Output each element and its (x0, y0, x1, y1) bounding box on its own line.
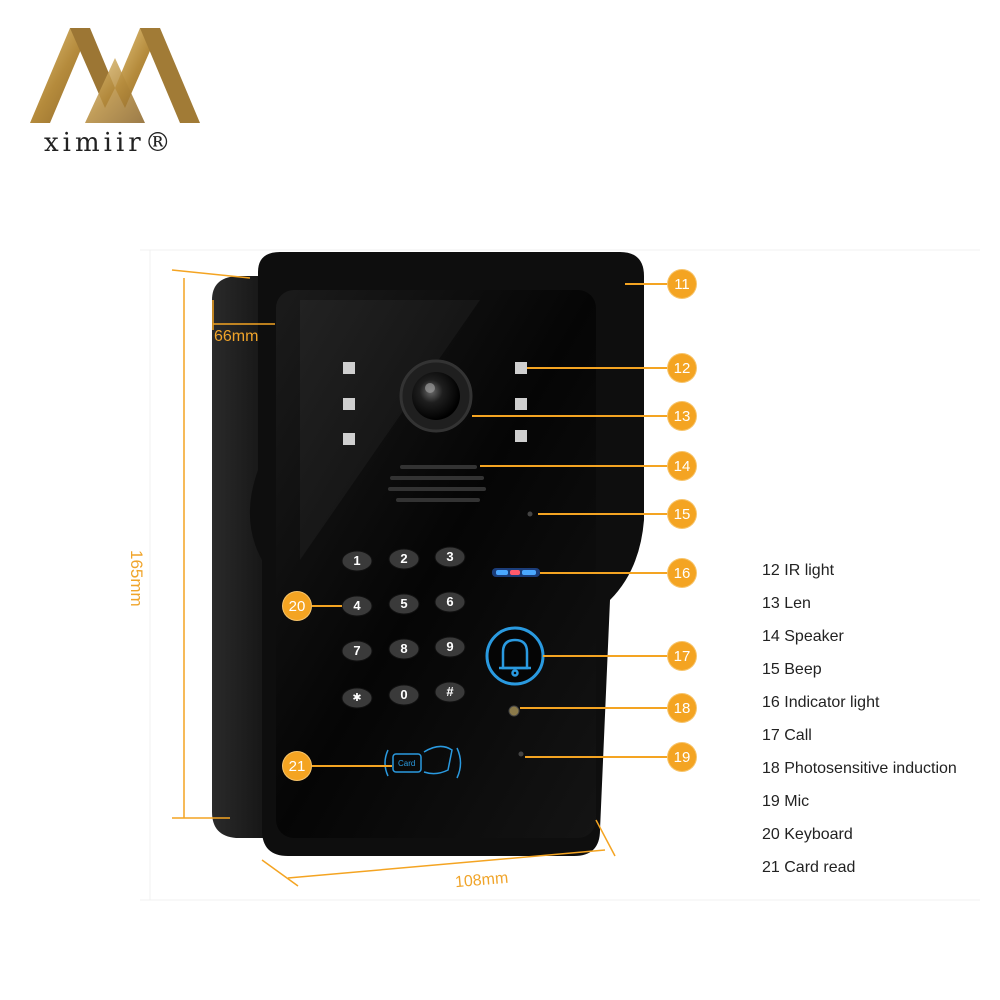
legend-item: 12 IR light (762, 562, 835, 579)
mic-hole (518, 751, 524, 757)
callout-12: 12 (668, 354, 696, 382)
width-dimension-line (287, 849, 606, 879)
rfid-card-icon (384, 745, 462, 779)
callout-17: 17 (668, 642, 696, 670)
key-8[interactable]: 8 (400, 641, 408, 656)
brand-name: ximiir® (44, 128, 175, 158)
ir-light (515, 430, 527, 442)
legend-item: 21 Card read (762, 859, 856, 876)
ir-light (343, 433, 355, 445)
key-5[interactable]: 5 (400, 596, 408, 611)
card-label: Card (398, 759, 416, 768)
callout-18: 18 (668, 694, 696, 722)
callout-14: 14 (668, 452, 696, 480)
legend-item: 19 Mic (762, 793, 810, 810)
callout-11: 11 (668, 270, 696, 298)
ir-light (515, 362, 527, 374)
bell-icon (499, 638, 531, 677)
callout-13: 13 (668, 402, 696, 430)
ir-light (343, 398, 355, 410)
callout-19: 19 (668, 743, 696, 771)
beep-hole (527, 511, 533, 517)
legend-item: 20 Keyboard (762, 826, 853, 843)
key-0[interactable]: 0 (400, 687, 408, 702)
key-6[interactable]: 6 (446, 594, 454, 609)
key-star[interactable]: ✱ (352, 692, 362, 704)
legend-item: 15 Beep (762, 661, 822, 678)
legend-item: 18 Photosensitive induction (762, 760, 957, 777)
key-4[interactable]: 4 (353, 598, 361, 613)
legend-item: 17 Call (762, 727, 812, 744)
callout-20: 20 (283, 592, 311, 620)
key-1[interactable]: 1 (353, 553, 361, 568)
key-3[interactable]: 3 (446, 549, 454, 564)
callout-15: 15 (668, 500, 696, 528)
callout-21: 21 (283, 752, 311, 780)
legend-item: 13 Len (762, 595, 811, 612)
feature-legend: 12 IR light 13 Len 14 Speaker 15 Beep 16… (762, 560, 957, 890)
height-label: 165mm (127, 550, 146, 607)
key-9[interactable]: 9 (446, 639, 454, 654)
callout-16: 16 (668, 559, 696, 587)
depth-label: 66mm (214, 328, 259, 345)
brand-logo-icon (30, 28, 200, 123)
key-7[interactable]: 7 (353, 643, 361, 658)
key-hash[interactable]: # (446, 684, 454, 699)
legend-item: 14 Speaker (762, 628, 844, 645)
legend-item: 16 Indicator light (762, 694, 880, 711)
photosensitive-sensor (508, 705, 520, 717)
key-2[interactable]: 2 (400, 551, 408, 566)
ir-light (515, 398, 527, 410)
ir-light (343, 362, 355, 374)
